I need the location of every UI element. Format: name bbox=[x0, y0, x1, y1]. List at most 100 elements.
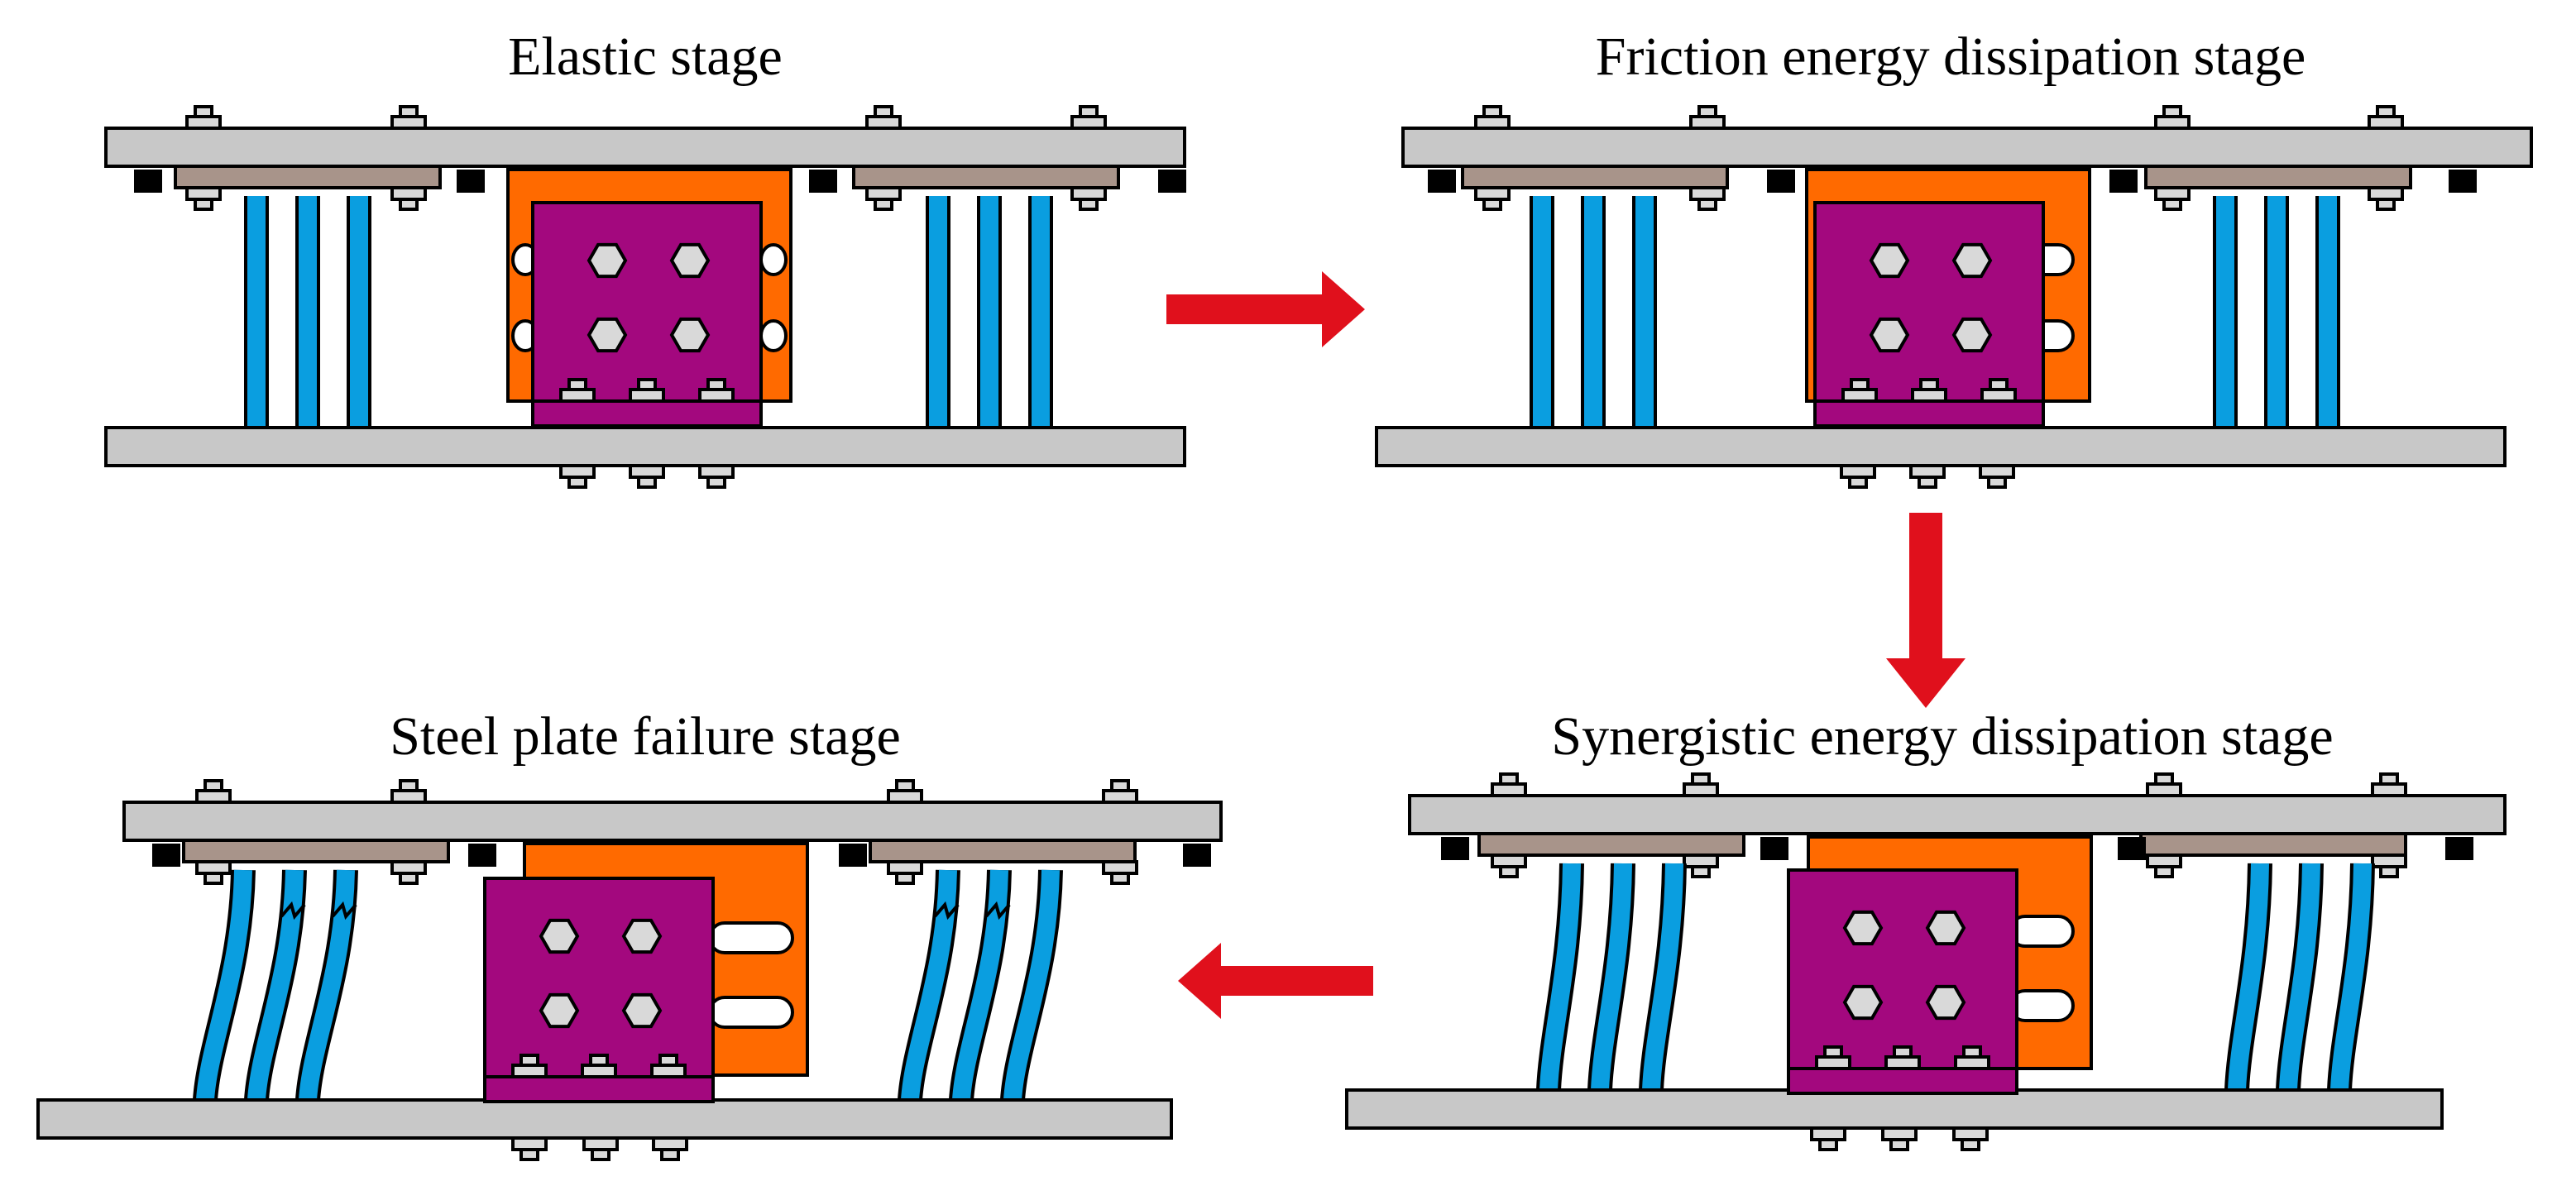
bolt-head bbox=[1850, 378, 1870, 391]
stop-block bbox=[134, 170, 162, 193]
nut bbox=[1491, 782, 1527, 797]
top-plate bbox=[104, 127, 1186, 168]
slot-hole bbox=[2009, 915, 2075, 948]
nut bbox=[559, 388, 596, 403]
stop-block bbox=[1760, 837, 1788, 860]
nut bbox=[582, 1136, 619, 1151]
nut bbox=[1689, 115, 1726, 130]
bolt-head bbox=[706, 378, 726, 391]
bearing-pad bbox=[174, 165, 442, 189]
arrow-icon bbox=[1166, 271, 1365, 347]
bolt-head bbox=[1110, 779, 1130, 792]
stop-block bbox=[2449, 170, 2477, 193]
stop-block bbox=[1441, 837, 1469, 860]
steel-strip bbox=[952, 869, 1008, 1101]
nut bbox=[1840, 464, 1876, 479]
nut bbox=[185, 186, 222, 201]
bolt-head bbox=[1691, 772, 1711, 786]
nut bbox=[1491, 853, 1527, 868]
nut bbox=[1683, 853, 1719, 868]
nut bbox=[2154, 186, 2191, 201]
damper-elastic bbox=[104, 105, 1186, 489]
bolt-head bbox=[637, 476, 657, 489]
nut bbox=[698, 464, 735, 479]
bottom-plate bbox=[36, 1098, 1173, 1140]
steel-strip bbox=[901, 869, 957, 1101]
slot-hole bbox=[708, 996, 794, 1029]
bolt-head bbox=[2162, 105, 2182, 118]
panel-title-friction: Friction energy dissipation stage bbox=[1596, 26, 2305, 87]
bolt-head bbox=[567, 476, 587, 489]
nut bbox=[581, 1064, 617, 1078]
bolt-head bbox=[660, 1148, 680, 1161]
steel-strip bbox=[1642, 863, 1683, 1091]
nut bbox=[195, 860, 232, 875]
nut bbox=[1810, 1126, 1846, 1141]
nut bbox=[390, 186, 427, 201]
bolt-head bbox=[1691, 865, 1711, 878]
bolt-head bbox=[1499, 772, 1519, 786]
bolt-head bbox=[1482, 198, 1502, 211]
stop-block bbox=[2109, 170, 2138, 193]
bolt-head bbox=[1079, 105, 1099, 118]
bearing-pad bbox=[2144, 165, 2412, 189]
nut bbox=[1689, 186, 1726, 201]
nut bbox=[1909, 464, 1946, 479]
bolt-head bbox=[1697, 198, 1717, 211]
nut bbox=[887, 860, 923, 875]
top-plate bbox=[122, 801, 1223, 842]
nut bbox=[1102, 860, 1138, 875]
stop-block bbox=[809, 170, 837, 193]
bolt-head bbox=[1919, 378, 1939, 391]
bolt-head bbox=[399, 198, 419, 211]
bolt-head bbox=[194, 105, 213, 118]
hex-bolt-icon bbox=[1951, 317, 1993, 353]
bolt-head bbox=[1499, 865, 1519, 878]
stop-block bbox=[839, 844, 867, 867]
hex-bolt-icon bbox=[669, 242, 711, 279]
bolt-head bbox=[1482, 105, 1502, 118]
bolt-head bbox=[658, 1054, 678, 1067]
bolt-head bbox=[399, 872, 419, 885]
nut bbox=[2371, 853, 2407, 868]
bolt-head bbox=[520, 1054, 539, 1067]
bolt-head bbox=[194, 198, 213, 211]
bearing-pad bbox=[182, 839, 450, 863]
stop-block bbox=[1183, 844, 1211, 867]
top-plate bbox=[1401, 127, 2533, 168]
slot-hole bbox=[759, 243, 788, 276]
hex-bolt-icon bbox=[539, 918, 580, 954]
bolt-head bbox=[1989, 378, 2009, 391]
nut bbox=[865, 186, 902, 201]
hex-bolt-icon bbox=[621, 918, 663, 954]
panel-title-failure: Steel plate failure stage bbox=[390, 706, 901, 767]
nut bbox=[1911, 388, 1947, 403]
stop-block bbox=[2445, 837, 2473, 860]
nut bbox=[1683, 782, 1719, 797]
nut bbox=[511, 1136, 548, 1151]
crack-mark bbox=[984, 901, 1011, 920]
stop-block bbox=[2118, 837, 2146, 860]
nut bbox=[1070, 115, 1107, 130]
bolt-head bbox=[2154, 772, 2174, 786]
nut bbox=[1980, 388, 2017, 403]
bolt-head bbox=[399, 779, 419, 792]
hex-bolt-icon bbox=[539, 992, 580, 1029]
arrow-icon bbox=[1886, 513, 1966, 708]
bolt-head bbox=[1889, 1138, 1909, 1151]
slot-hole bbox=[708, 921, 794, 954]
nut bbox=[2154, 115, 2191, 130]
steel-strip bbox=[2228, 863, 2269, 1091]
bolt-head bbox=[203, 872, 223, 885]
hex-bolt-icon bbox=[1925, 910, 1966, 946]
bolt-head bbox=[1918, 476, 1937, 489]
nut bbox=[185, 115, 222, 130]
stop-block bbox=[1428, 170, 1456, 193]
bolt-head bbox=[1987, 476, 2007, 489]
nut bbox=[559, 464, 596, 479]
nut bbox=[2146, 853, 2182, 868]
nut bbox=[887, 789, 923, 804]
nut bbox=[1474, 186, 1511, 201]
nut bbox=[390, 789, 427, 804]
nut bbox=[1954, 1055, 1990, 1070]
